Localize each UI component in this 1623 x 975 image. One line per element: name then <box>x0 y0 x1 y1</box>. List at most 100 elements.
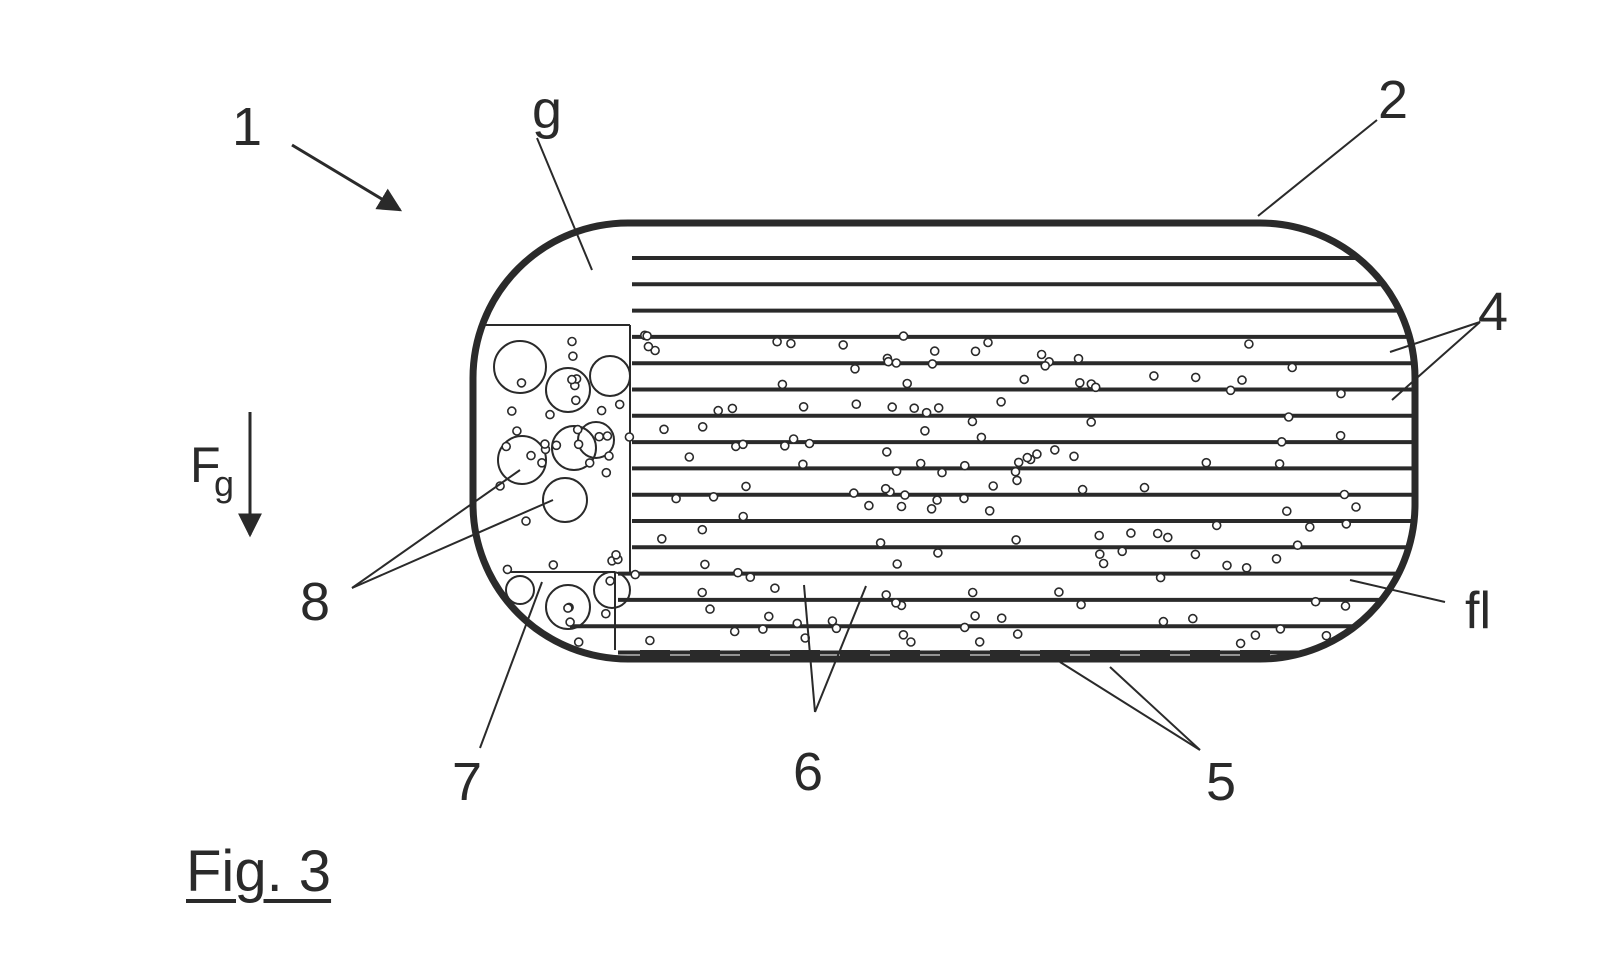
small-bubble <box>1276 436 1287 447</box>
small-bubble <box>988 481 999 491</box>
large-bubble <box>542 477 588 523</box>
small-bubble <box>974 637 985 647</box>
large-bubble <box>505 575 535 605</box>
small-bubble <box>881 590 892 600</box>
small-bubble <box>900 490 910 500</box>
small-bubble <box>848 488 859 498</box>
small-bubble <box>772 336 782 347</box>
small-bubble <box>565 617 575 627</box>
bottom-segment <box>1240 650 1270 656</box>
small-bubble <box>1152 528 1163 539</box>
small-bubble <box>697 421 708 432</box>
ref-4-label: 4 <box>1478 282 1508 342</box>
small-bubble <box>970 346 981 357</box>
small-bubble <box>1305 522 1315 532</box>
small-bubble <box>600 608 611 619</box>
small-bubble <box>741 481 751 492</box>
small-bubble <box>563 603 573 613</box>
ref-7-label: 7 <box>452 752 482 812</box>
bottom-segment <box>840 650 870 656</box>
small-bubble <box>506 406 517 416</box>
small-bubble <box>697 587 708 598</box>
small-bubble <box>1310 596 1321 607</box>
small-bubble <box>1351 502 1361 512</box>
bottom-segment <box>1040 650 1070 656</box>
large-bubble <box>545 584 591 630</box>
small-bubble <box>568 351 578 362</box>
small-bubble <box>738 511 749 522</box>
small-bubble <box>526 450 536 461</box>
small-bubble <box>1201 457 1212 468</box>
bottom-segment <box>640 650 670 656</box>
small-bubble <box>1149 371 1159 381</box>
small-bubble <box>570 395 581 406</box>
small-bubble <box>540 439 550 449</box>
small-bubble <box>1036 349 1047 360</box>
small-bubble <box>1188 613 1198 624</box>
large-bubble <box>545 367 591 413</box>
small-bubble <box>1050 445 1060 455</box>
ref-2-label: 2 <box>1378 70 1408 130</box>
figure-caption: Fig. 3 <box>186 839 332 904</box>
small-bubble <box>777 379 788 390</box>
small-bubble <box>933 548 943 558</box>
small-bubble <box>1341 519 1352 529</box>
small-bubble <box>921 407 932 418</box>
small-bubble <box>1339 489 1350 500</box>
small-bubble <box>671 493 681 504</box>
large-bubble <box>589 355 631 397</box>
small-bubble <box>1013 457 1024 468</box>
small-bubble <box>1321 630 1332 641</box>
bottom-segment <box>790 650 820 656</box>
small-bubble <box>642 331 652 341</box>
small-bubble <box>516 378 527 388</box>
small-bubble <box>596 405 607 416</box>
small-bubble <box>548 560 559 570</box>
small-bubble <box>1292 540 1303 551</box>
small-bubble <box>1340 601 1351 611</box>
small-bubble <box>838 340 849 350</box>
small-bubble <box>976 432 987 443</box>
small-bubble <box>892 559 903 569</box>
small-bubble <box>1250 630 1261 641</box>
small-bubble <box>605 576 615 586</box>
bottom-segment <box>1190 650 1220 656</box>
force-label: F <box>190 437 221 493</box>
small-bubble <box>1163 532 1173 543</box>
small-bubble <box>1054 587 1064 597</box>
left-chamber-lower <box>510 571 616 650</box>
large-bubble <box>593 571 631 609</box>
small-bubble <box>786 338 796 349</box>
small-bubble <box>898 629 909 640</box>
bottom-segment <box>890 650 920 656</box>
small-bubble <box>1274 459 1285 469</box>
small-bubble <box>1010 466 1021 477</box>
small-bubble <box>601 467 612 478</box>
small-bubble <box>697 524 708 535</box>
bottom-segment <box>690 650 720 656</box>
small-bubble <box>656 533 667 544</box>
small-bubble <box>851 399 862 410</box>
small-bubble <box>891 466 902 477</box>
small-bubble <box>1011 535 1021 545</box>
small-bubble <box>927 359 938 369</box>
ref-6-label: 6 <box>793 742 823 802</box>
small-bubble <box>745 572 756 583</box>
small-bubble <box>909 403 920 414</box>
small-bubble <box>1032 449 1042 459</box>
small-bubble <box>551 440 562 451</box>
small-bubbles <box>495 330 1361 649</box>
small-bubble <box>996 613 1007 624</box>
small-bubble <box>1012 475 1022 486</box>
small-bubble <box>624 432 635 442</box>
gas-label: g <box>532 80 562 140</box>
leader-lines <box>351 119 1481 751</box>
small-bubble <box>933 403 944 413</box>
small-bubble <box>883 356 894 367</box>
small-bubble <box>1335 430 1346 441</box>
bottom-segment <box>740 650 770 656</box>
small-bubble <box>1073 353 1084 364</box>
small-bubble <box>798 401 809 412</box>
small-bubble <box>1190 372 1201 383</box>
fluid-label: fl <box>1465 582 1491 640</box>
